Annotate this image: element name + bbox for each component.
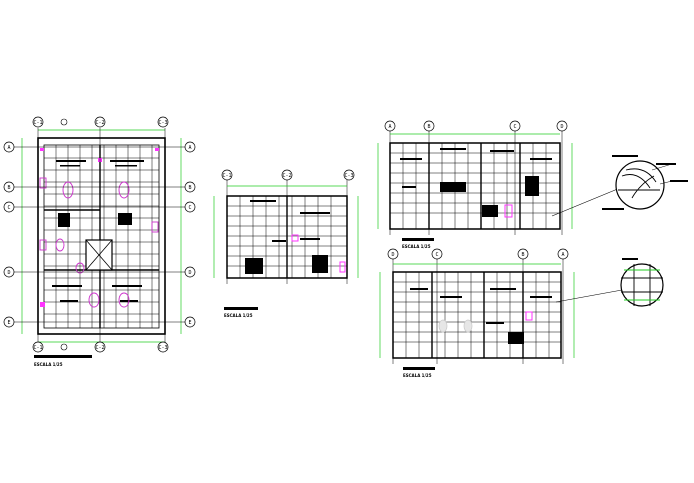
svg-text:D: D (560, 124, 563, 130)
section-1-grid: C-1 C-2 C-3 (221, 169, 355, 181)
plan-left-grid: A B C D E (3, 141, 15, 328)
svg-text:A: A (188, 145, 191, 151)
section-cut-marker (60, 118, 68, 351)
svg-text:B: B (188, 185, 191, 191)
svg-text:A: A (561, 252, 564, 258)
plan-right-grid: A B C D E (184, 141, 196, 328)
plan-bottom-grid: C-1 C-2 C-3 (32, 341, 169, 353)
section-1-scale: ESCALA 1/25 (224, 313, 253, 318)
svg-text:B: B (427, 124, 430, 130)
svg-text:A: A (7, 145, 10, 151)
svg-text:C: C (7, 205, 10, 211)
svg-text:C: C (435, 252, 438, 258)
section-2-grid: A B C D (384, 120, 568, 132)
floor-plan: C-1 C-2 C-3 A B C D E A (3, 116, 196, 367)
section-2-scale: ESCALA 1/25 (402, 244, 431, 249)
svg-text:C-3: C-3 (344, 173, 353, 179)
svg-text:B: B (521, 252, 524, 258)
svg-text:C-2: C-2 (95, 345, 104, 351)
section-3-scale: ESCALA 1/25 (403, 373, 432, 378)
svg-text:D: D (391, 252, 394, 258)
svg-text:D: D (188, 270, 191, 276)
svg-text:C-1: C-1 (33, 120, 42, 126)
section-3: D C B A ESCALA 1/25 (379, 248, 575, 378)
section-2: A B C D ESCALA 1/25 (377, 120, 573, 249)
svg-text:B: B (7, 185, 10, 191)
section-3-grid: D C B A (387, 248, 569, 260)
plan-scale: ESCALA 1/25 (34, 362, 63, 367)
section-1: C-1 C-2 C-3 ESCALA 1/25 (213, 169, 359, 318)
svg-text:D: D (7, 270, 10, 276)
svg-text:C-2: C-2 (95, 120, 104, 126)
plan-top-grid: C-1 C-2 C-3 (32, 116, 169, 128)
svg-text:C-3: C-3 (158, 120, 167, 126)
svg-text:C-3: C-3 (158, 345, 167, 351)
svg-text:C-2: C-2 (282, 173, 291, 179)
svg-text:E: E (7, 320, 10, 326)
svg-text:A: A (388, 124, 391, 130)
svg-text:C: C (513, 124, 516, 130)
svg-text:E: E (188, 320, 191, 326)
svg-text:C-1: C-1 (33, 345, 42, 351)
detail-2 (555, 258, 664, 307)
svg-text:C: C (188, 205, 191, 211)
detail-1 (551, 155, 688, 217)
svg-text:C-1: C-1 (222, 173, 231, 179)
